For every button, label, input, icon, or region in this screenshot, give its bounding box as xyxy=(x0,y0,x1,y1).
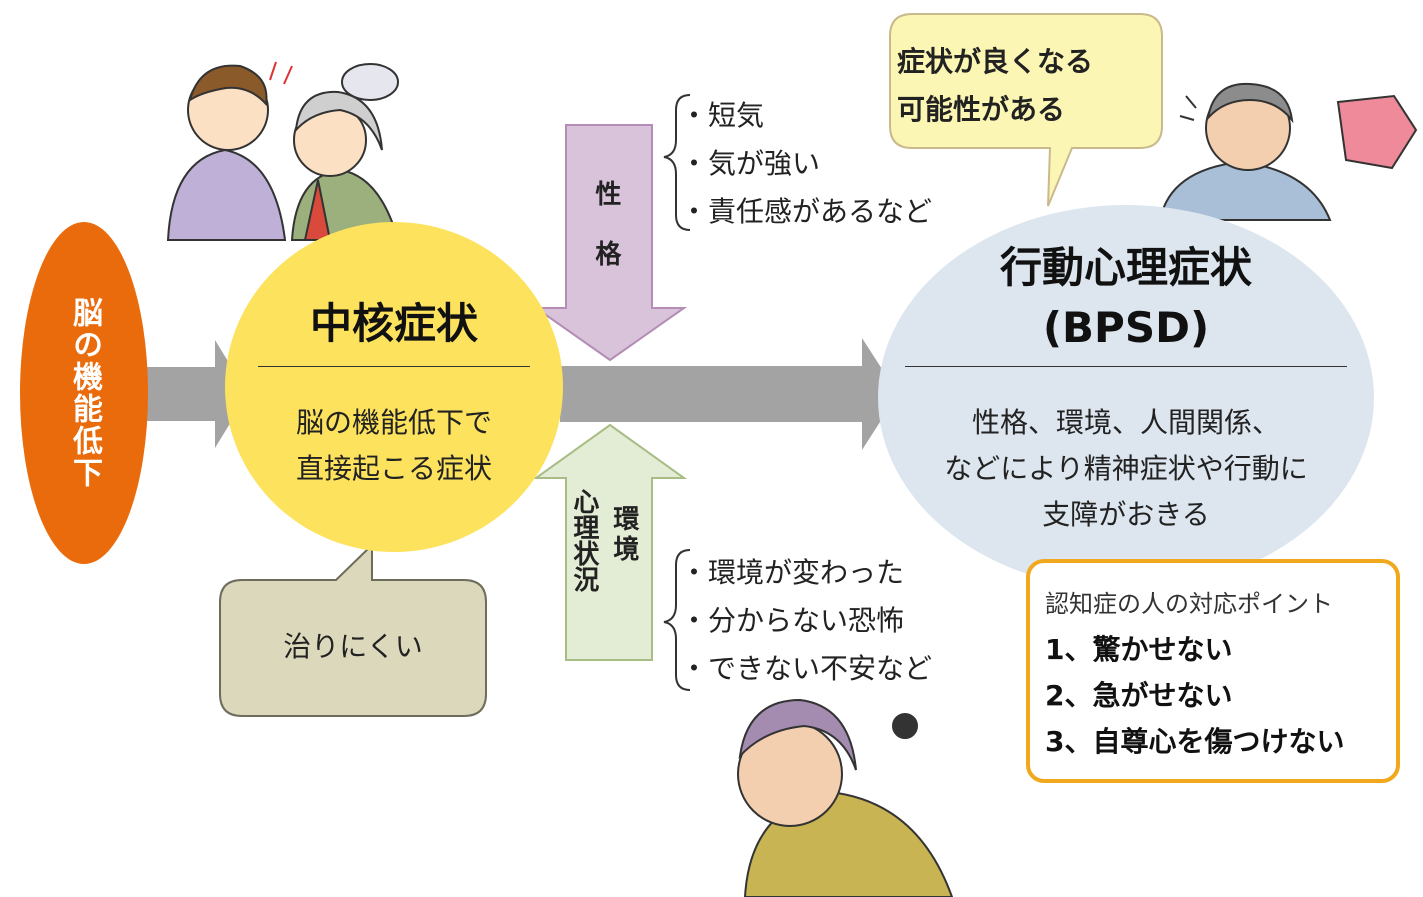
bubble-line: 症状が良くなる xyxy=(897,45,1094,78)
care-point-item: 2、急がせない xyxy=(1045,679,1233,712)
illustration-young-man-and-elder xyxy=(166,61,400,241)
list-item: ・できない不安など xyxy=(680,652,933,685)
environment-list: ・環境が変わった ・分からない恐怖 ・できない不安など xyxy=(680,549,932,693)
care-point-item: 3、自尊心を傷つけない xyxy=(1045,725,1345,758)
bpsd-description: 性格、環境、人間関係、 などにより精神症状や行動に 支障がおきる xyxy=(878,400,1374,538)
arrow-core-to-bpsd xyxy=(560,338,898,450)
core-symptom-circle xyxy=(225,222,563,552)
bpsd-title-line: (BPSD) xyxy=(1042,303,1210,352)
arrow-brain-to-core xyxy=(145,340,248,448)
care-points-box xyxy=(1026,559,1400,783)
brain-decline-label: 脳の機能低下 xyxy=(67,297,102,489)
list-item: ・短気 xyxy=(680,99,765,132)
core-desc-line: 脳の機能低下で xyxy=(295,406,492,439)
bpsd-divider xyxy=(905,366,1347,367)
bubble-line: 可能性がある xyxy=(897,93,1066,126)
improvement-bubble-text: 症状が良くなる 可能性がある xyxy=(897,38,1157,134)
brain-decline-pill: 脳の機能低下 xyxy=(20,222,148,564)
bubble-bottom-shape xyxy=(219,542,487,717)
brace-top xyxy=(663,94,691,231)
core-divider xyxy=(258,366,530,367)
core-symptom-description: 脳の機能低下で 直接起こる症状 xyxy=(225,400,563,492)
list-item: ・気が強い xyxy=(680,147,821,180)
arrow-personality xyxy=(532,124,688,362)
arrow-environment xyxy=(532,423,688,661)
hard-to-cure-bubble-text: 治りにくい xyxy=(283,630,423,663)
personality-label: 性格 xyxy=(590,180,621,300)
bpsd-title-line: 行動心理症状 xyxy=(999,243,1252,292)
brace-bottom xyxy=(663,549,691,691)
bubble-top-shape xyxy=(889,13,1163,207)
personality-list: ・短気 ・気が強い ・責任感があるなど xyxy=(680,92,932,236)
illustration-angry-man xyxy=(1158,82,1418,221)
environment-label: 環境 xyxy=(608,505,639,565)
bpsd-title: 行動心理症状 (BPSD) xyxy=(878,238,1374,358)
care-points-title: 認知症の人の対応ポイント xyxy=(1045,590,1333,618)
bpsd-desc-line: 性格、環境、人間関係、 xyxy=(971,406,1280,439)
list-item: ・責任感があるなど xyxy=(680,195,933,228)
core-desc-line: 直接起こる症状 xyxy=(295,452,492,485)
care-point-item: 1、驚かせない xyxy=(1045,633,1233,666)
list-item: ・環境が変わった xyxy=(680,556,905,589)
list-item: ・分からない恐怖 xyxy=(680,604,905,637)
bpsd-desc-line: などにより精神症状や行動に xyxy=(944,452,1308,485)
bpsd-desc-line: 支障がおきる xyxy=(1042,498,1210,531)
bpsd-circle xyxy=(878,205,1374,590)
core-symptom-title: 中核症状 xyxy=(309,299,478,348)
illustration-worried-woman xyxy=(737,698,954,897)
mental-state-label: 心理状況 xyxy=(568,488,599,592)
